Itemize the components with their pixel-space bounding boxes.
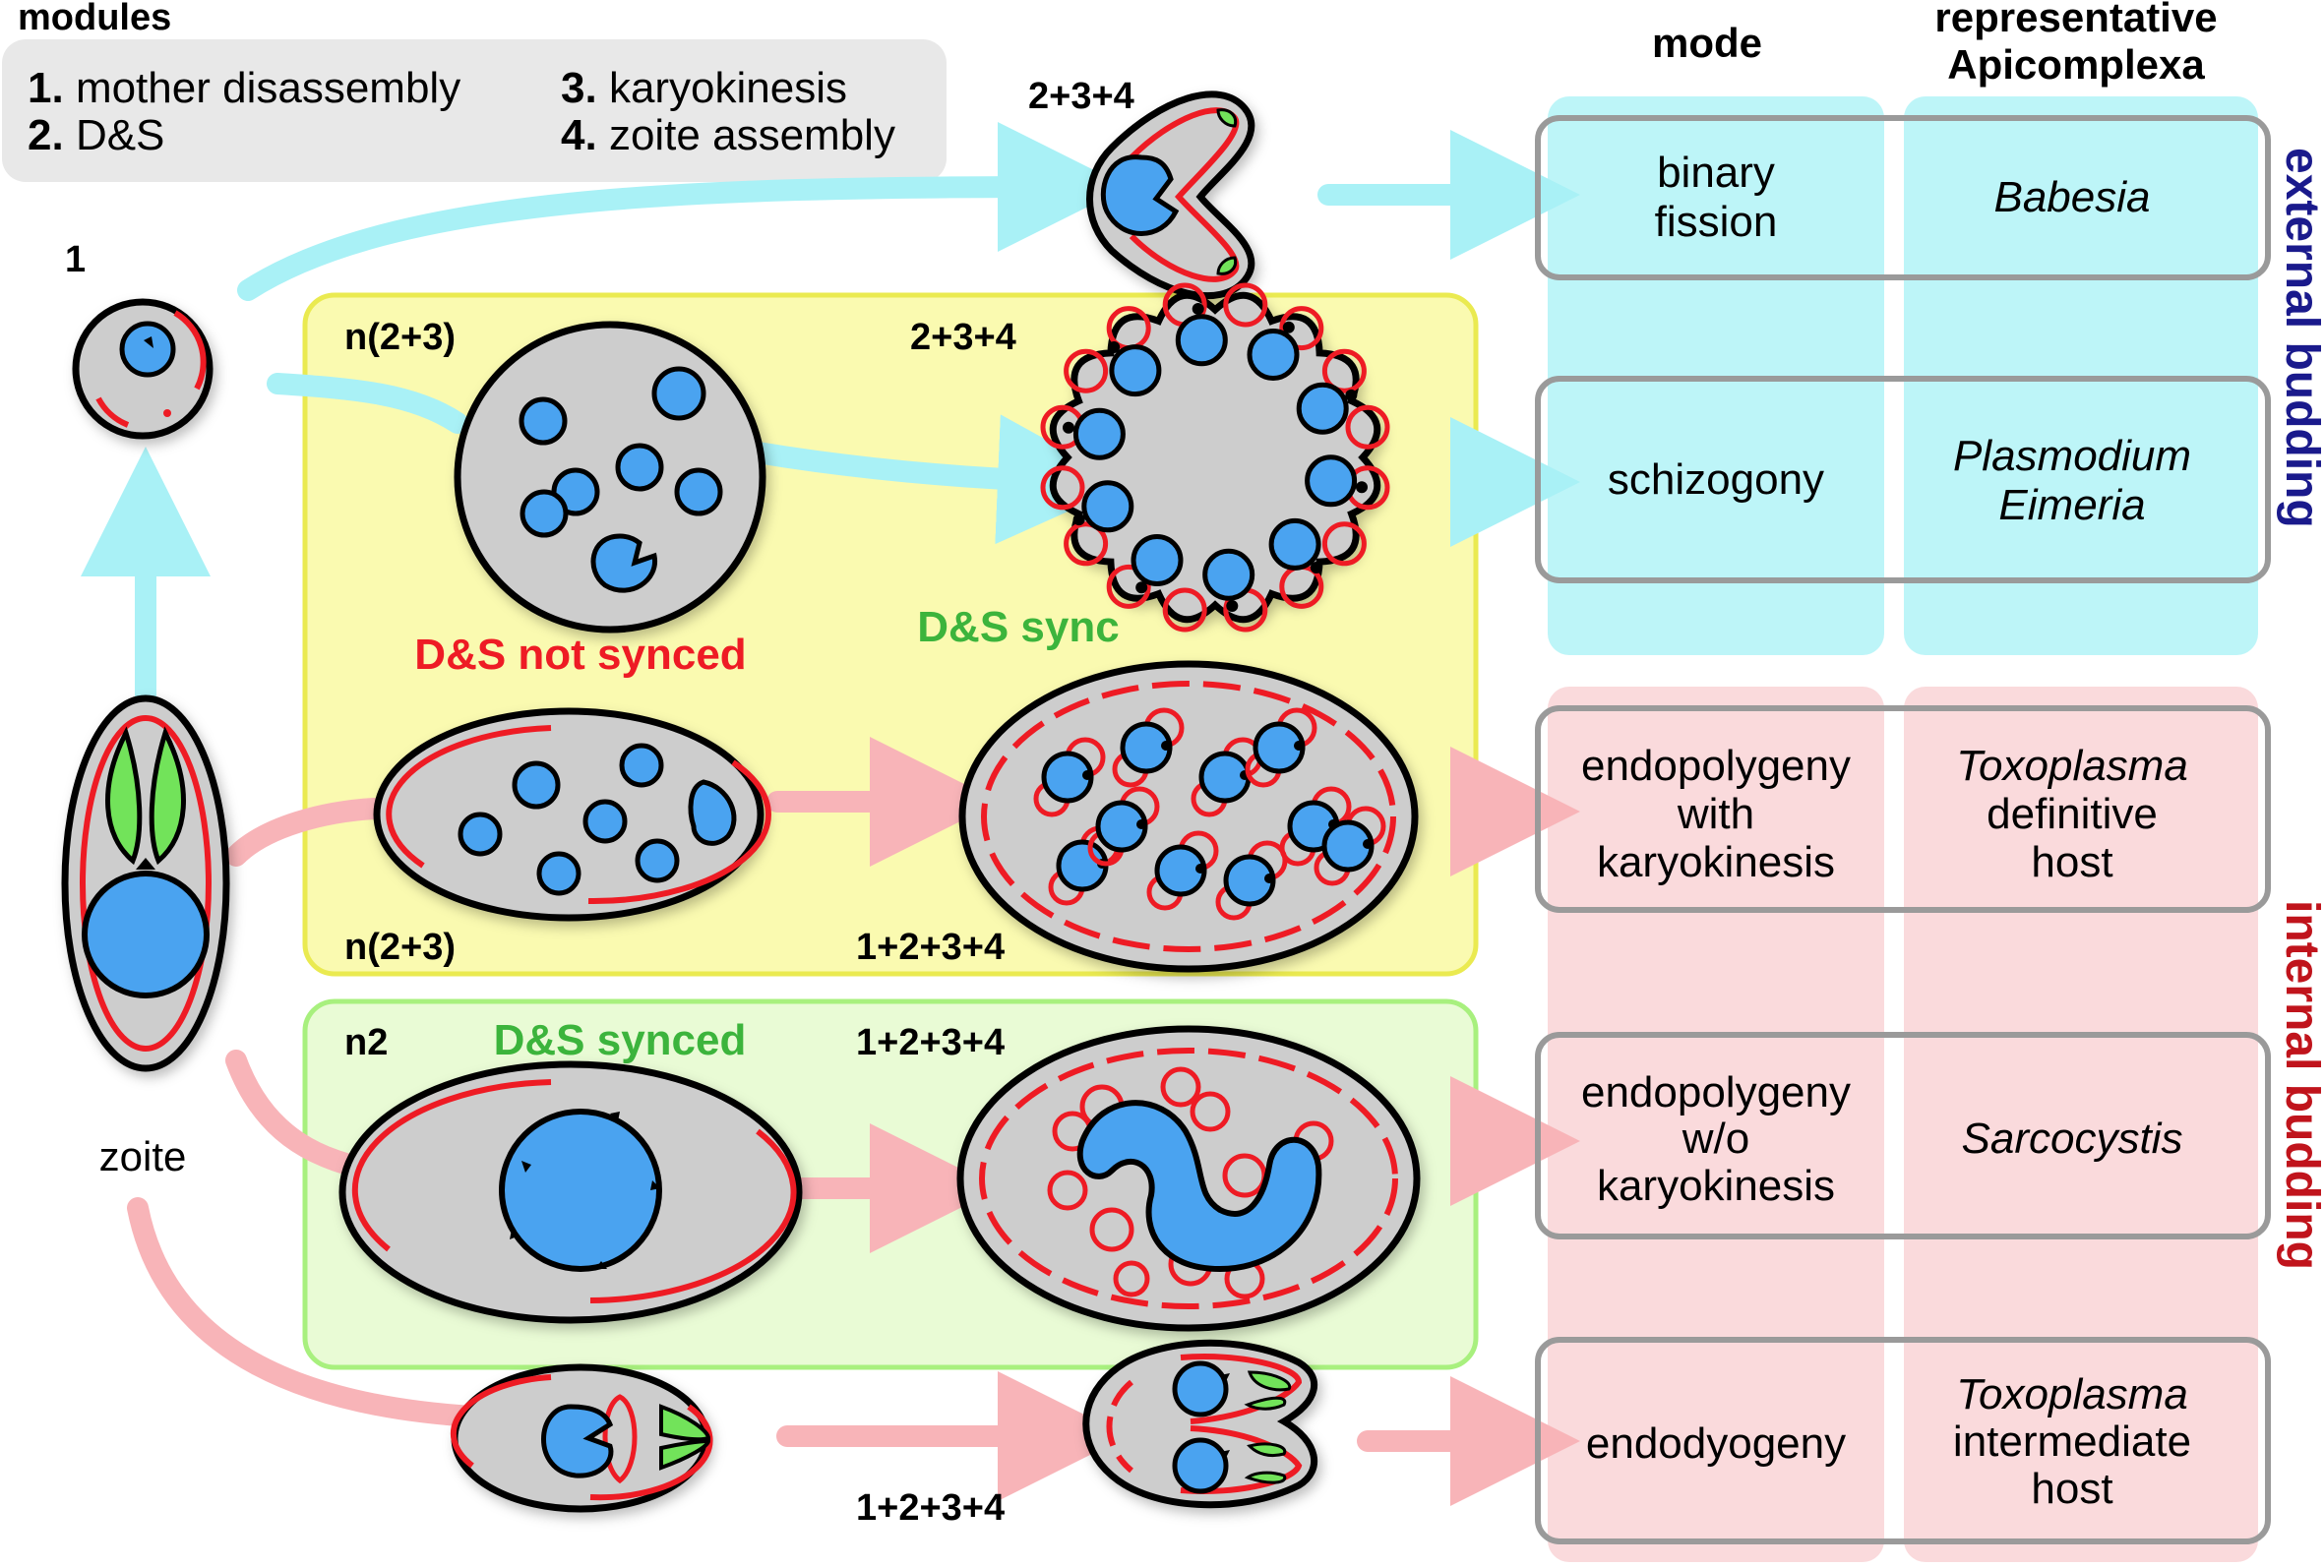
svg-text:1. mother disassembly: 1. mother disassembly	[28, 64, 460, 112]
label-zoite: zoite	[99, 1133, 187, 1179]
svg-text:endopolygeny: endopolygeny	[1581, 742, 1851, 790]
svg-text:2. D&S: 2. D&S	[28, 111, 164, 159]
svg-text:w/o: w/o	[1682, 1115, 1749, 1163]
label-endody-combo: 1+2+3+4	[856, 1487, 1005, 1529]
cell-endopoly-k-late	[958, 660, 1419, 973]
cell-schizogony-late	[1040, 282, 1390, 633]
svg-text:Toxoplasma: Toxoplasma	[1956, 1370, 2188, 1418]
svg-text:fission: fission	[1655, 198, 1778, 246]
arrows-cyan	[81, 122, 1580, 711]
mode-row-endopolygeny-with: endopolygeny with karyokinesis Toxoplasm…	[1535, 705, 2271, 913]
rep-header-1: representative	[1934, 0, 2217, 40]
svg-text:Toxoplasma: Toxoplasma	[1956, 742, 2188, 790]
svg-text:endopolygeny: endopolygeny	[1581, 1068, 1851, 1116]
cell-endopoly-wo-late	[956, 1025, 1421, 1332]
svg-text:Babesia: Babesia	[1993, 173, 2150, 221]
label-internal-budding: internal budding	[2276, 900, 2324, 1270]
modules-legend-box	[2, 39, 947, 182]
svg-text:host: host	[2031, 838, 2112, 886]
modules-legend: 1. mother disassembly 2. D&S 3. karyokin…	[28, 64, 895, 159]
mode-row-schizogony: schizogony Plasmodium Eimeria	[1535, 376, 2271, 583]
svg-text:schizogony: schizogony	[1608, 455, 1824, 504]
svg-text:Plasmodium: Plasmodium	[1953, 432, 2191, 480]
mode-row-endopolygeny-wo: endopolygeny w/o karyokinesis Sarcocysti…	[1535, 1032, 2271, 1239]
arrows-pink	[127, 737, 1580, 1506]
mode-header: mode	[1652, 20, 1762, 66]
svg-text:endodyogeny: endodyogeny	[1586, 1419, 1846, 1468]
cell-endodyogeny-late	[1082, 1339, 1318, 1509]
svg-text:intermediate: intermediate	[1953, 1417, 2191, 1466]
label-n2: n2	[344, 1022, 388, 1063]
modules-title: modules	[18, 0, 171, 38]
zoite-cell	[61, 694, 230, 1072]
rep-header-2: Apicomplexa	[1947, 41, 2205, 88]
label-schizo-n: n(2+3)	[344, 317, 456, 358]
svg-text:binary: binary	[1657, 149, 1775, 197]
label-endo-k-combo: 1+2+3+4	[856, 927, 1005, 968]
label-not-synced: D&S not synced	[414, 631, 746, 679]
mode-row-endodyogeny: endodyogeny Toxoplasma intermediate host	[1535, 1337, 2271, 1544]
svg-text:Eimeria: Eimeria	[1998, 481, 2145, 529]
label-external-budding: external budding	[2276, 148, 2324, 528]
svg-text:karyokinesis: karyokinesis	[1597, 1162, 1835, 1210]
svg-text:Sarcocystis: Sarcocystis	[1962, 1115, 2183, 1163]
svg-text:definitive: definitive	[1987, 790, 2158, 838]
cell-endopoly-wo-early	[338, 1060, 803, 1324]
label-binary-combo: 2+3+4	[1028, 76, 1134, 117]
label-1: 1	[65, 239, 86, 280]
label-endo-k-n: n(2+3)	[344, 927, 456, 968]
cell-disassembly	[72, 298, 214, 440]
cell-endodyogeny-early	[450, 1363, 713, 1513]
label-synced: D&S synced	[494, 1016, 747, 1064]
cell-binary-fission	[1086, 90, 1255, 299]
cell-schizogony-early	[454, 321, 766, 633]
svg-text:karyokinesis: karyokinesis	[1597, 838, 1835, 886]
mode-row-binary-fission: binary fission Babesia	[1535, 115, 2271, 280]
svg-text:with: with	[1677, 790, 1754, 838]
label-sync: D&S sync	[917, 603, 1119, 651]
svg-text:3. karyokinesis: 3. karyokinesis	[561, 64, 847, 112]
mode-column-bg-internal	[1548, 687, 2258, 1562]
svg-text:host: host	[2031, 1465, 2112, 1513]
cell-endopoly-k-early	[373, 707, 771, 922]
svg-text:4. zoite assembly: 4. zoite assembly	[561, 111, 895, 159]
label-schizo-combo: 2+3+4	[910, 317, 1016, 358]
label-endo-wo-combo: 1+2+3+4	[856, 1022, 1005, 1063]
